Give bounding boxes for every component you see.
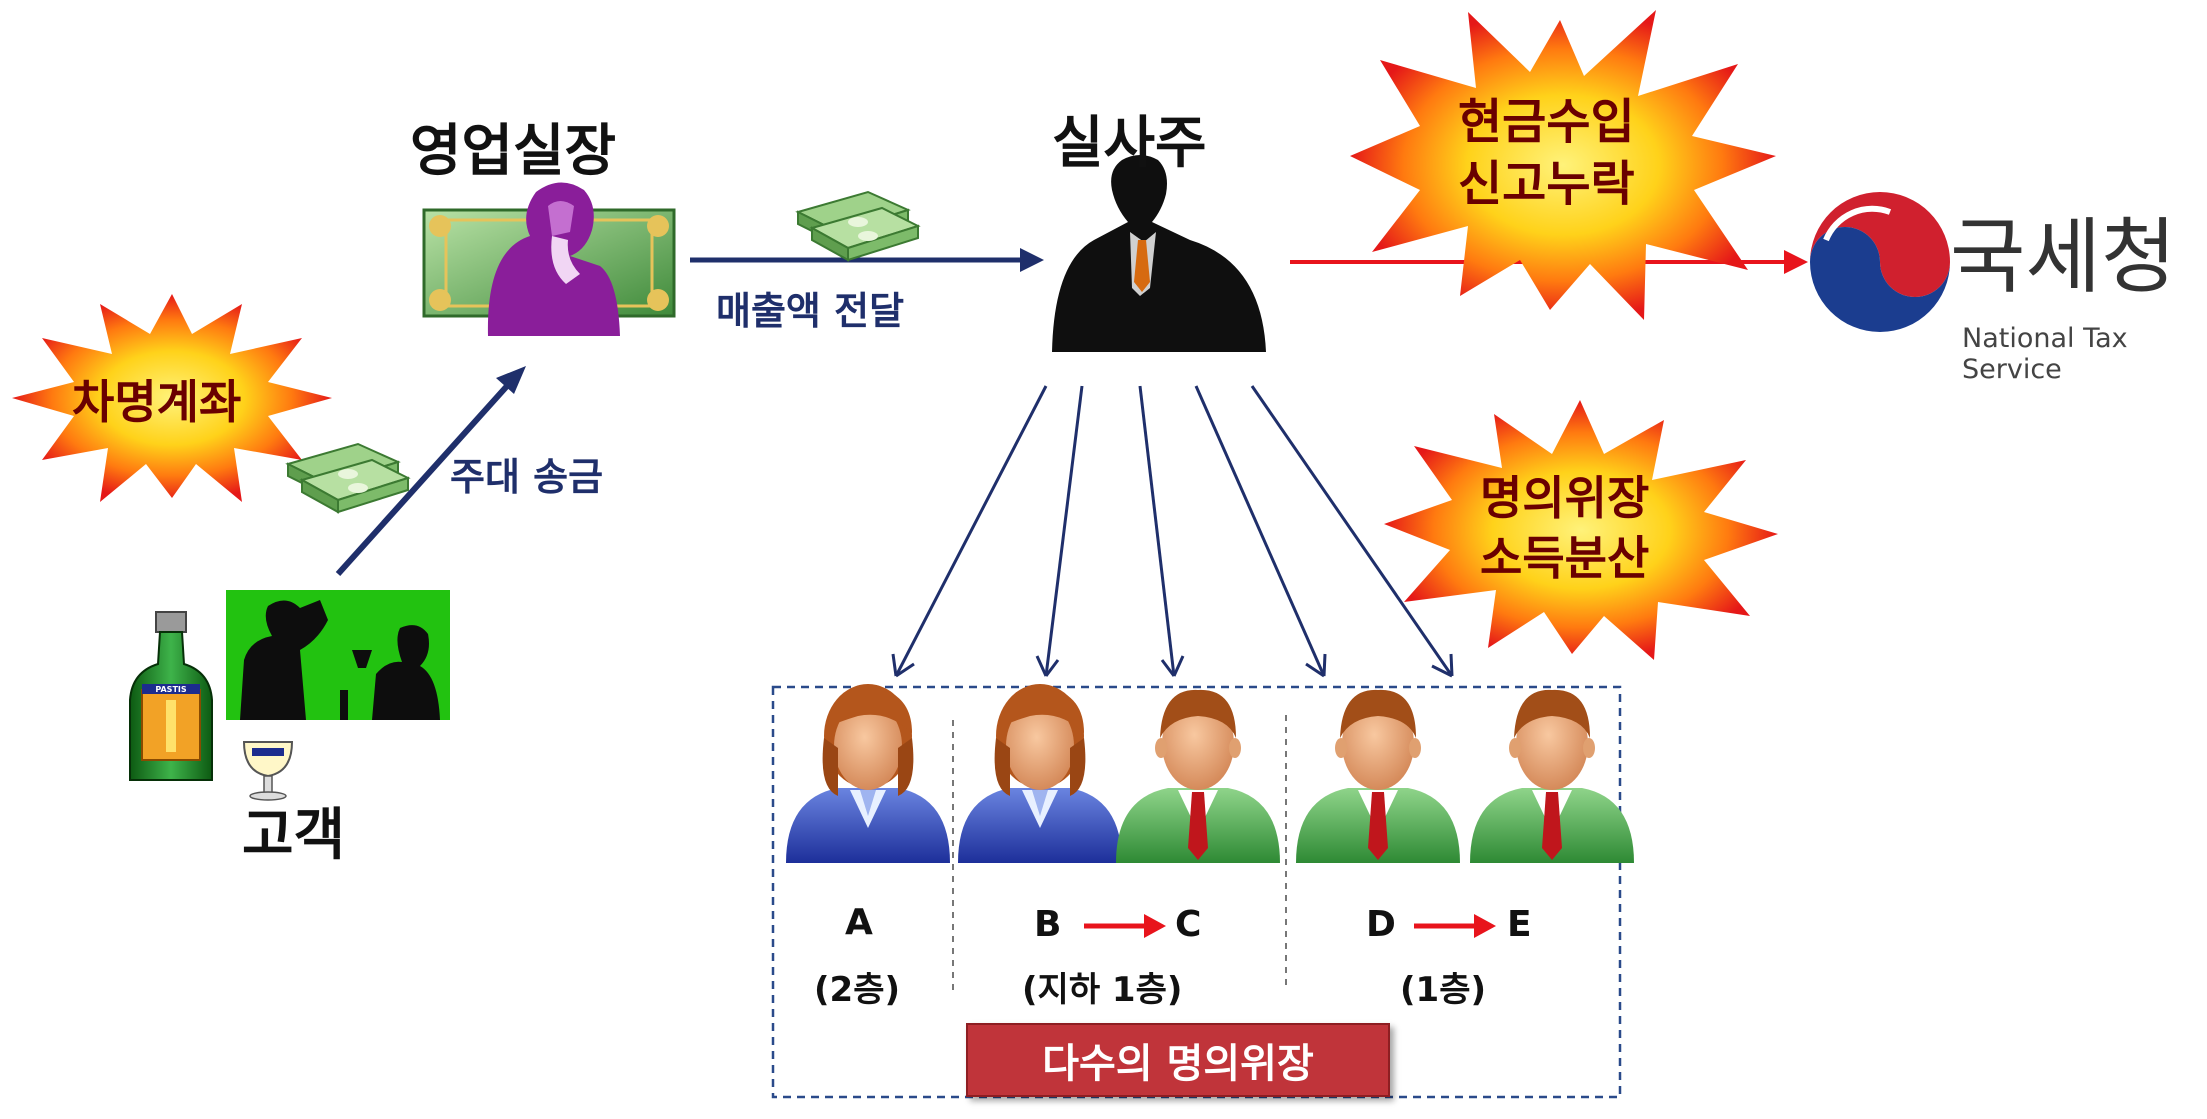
- bottle-label-text: PASTIS: [155, 685, 187, 694]
- nominee-d-person-icon: [1296, 689, 1460, 863]
- nominee-b-label: B: [1034, 904, 1062, 945]
- customer-label: 고객: [242, 803, 346, 868]
- fan-arrows: [891, 385, 1454, 678]
- arrow-manager-to-owner: [690, 248, 1044, 272]
- burst-cash-income: [1350, 10, 1776, 320]
- burst-cash-income-line2: 신고누락: [1458, 156, 1635, 212]
- floor-bc-label: (지하 1층): [1022, 970, 1183, 1010]
- owner-label: 실사주: [1052, 111, 1207, 176]
- arrow-customer-to-manager: [335, 366, 526, 577]
- floor-a-label: (2층): [814, 970, 901, 1010]
- nominee-e-label: E: [1507, 904, 1532, 945]
- sales-manager-label: 영업실장: [410, 119, 617, 184]
- nominee-banner: 다수의 명의위장: [966, 1023, 1390, 1097]
- burst-cash-income-line1: 현금수입: [1458, 94, 1635, 150]
- liquor-payment-label: 주대 송금: [450, 455, 604, 499]
- sales-manager-image: [422, 182, 676, 336]
- money-icon-top: [797, 191, 919, 261]
- nts-logo-icon: [1810, 192, 1950, 332]
- burst-borrowed-account-text: 차명계좌: [72, 375, 242, 429]
- nominee-group-box: [771, 685, 1622, 1099]
- nominee-a-label: A: [845, 902, 873, 943]
- floor-de-label: (1층): [1400, 970, 1487, 1010]
- nominee-e-person-icon: [1470, 689, 1634, 863]
- nominee-d-label: D: [1366, 904, 1396, 945]
- nominee-a-person-icon: [786, 684, 950, 863]
- money-icon-left: [287, 443, 409, 513]
- nts-name-en: National Tax Service: [1962, 323, 2128, 385]
- nominee-b-person-icon: [958, 684, 1122, 863]
- bottle-image: PASTIS: [129, 611, 213, 781]
- arrow-d-to-e: [1414, 914, 1496, 938]
- nominee-c-person-icon: [1116, 689, 1280, 863]
- burst-nominee: [1384, 400, 1778, 660]
- nominee-c-label: C: [1175, 904, 1202, 945]
- owner-silhouette: [1052, 155, 1266, 352]
- nts-name-ko: 국세청: [1950, 210, 2177, 305]
- glass-image: [242, 741, 294, 801]
- burst-borrowed-account: [12, 294, 332, 502]
- sales-transfer-label: 매출액 전달: [716, 289, 905, 333]
- bar-scene-image: [226, 590, 450, 720]
- burst-nominee-line1: 명의위장: [1480, 471, 1650, 525]
- burst-nominee-line2: 소득분산: [1480, 531, 1650, 585]
- arrow-b-to-c: [1084, 914, 1166, 938]
